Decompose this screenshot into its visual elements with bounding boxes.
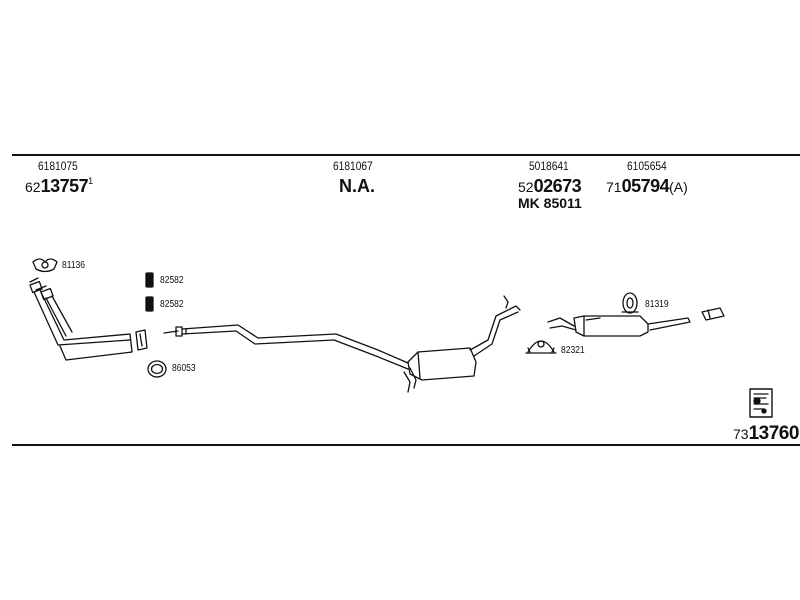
gasket-icon: [32, 258, 58, 273]
flange-gasket-icon: [135, 329, 148, 351]
part-label-gasket[interactable]: 81136: [62, 260, 86, 271]
oem-number-front-pipe: 6181075: [38, 159, 78, 173]
bottom-divider: [12, 444, 800, 446]
oem-number-center-pipe: 6181067: [333, 159, 373, 173]
seal-ring-icon: [147, 360, 167, 378]
mounting-kit-number[interactable]: MK 85011: [518, 195, 582, 211]
rubber-mount-icon: [145, 272, 154, 312]
top-divider: [12, 154, 800, 156]
part-label-seal-ring[interactable]: 86053: [172, 363, 196, 374]
part-number-middle-silencer[interactable]: 5202673: [518, 176, 582, 196]
hanger-icon: [621, 292, 639, 314]
center-pipe: [163, 324, 409, 370]
clamp-icon: [525, 340, 557, 354]
part-number-rear-silencer[interactable]: 7105794(A): [606, 176, 688, 196]
front-downpipe: [29, 277, 133, 361]
part-label-rubber-mount-upper[interactable]: 82582: [160, 275, 184, 286]
part-label-clamp[interactable]: 82321: [561, 345, 585, 356]
part-label-hanger[interactable]: 81319: [645, 299, 669, 310]
part-number-front-pipe[interactable]: 62137571: [25, 176, 94, 196]
oem-number-rear-silencer: 6105654: [627, 159, 667, 173]
catalog-book-icon: [749, 388, 773, 418]
oem-number-middle-silencer: 5018641: [529, 159, 569, 173]
middle-silencer: [403, 295, 521, 393]
not-available-label: N.A.: [339, 176, 375, 196]
rear-silencer: [547, 315, 691, 337]
tail-pipe-tip: [701, 307, 725, 321]
part-label-rubber-mount-lower[interactable]: 82582: [160, 299, 184, 310]
diagram-reference-number: 7313760: [733, 423, 799, 444]
